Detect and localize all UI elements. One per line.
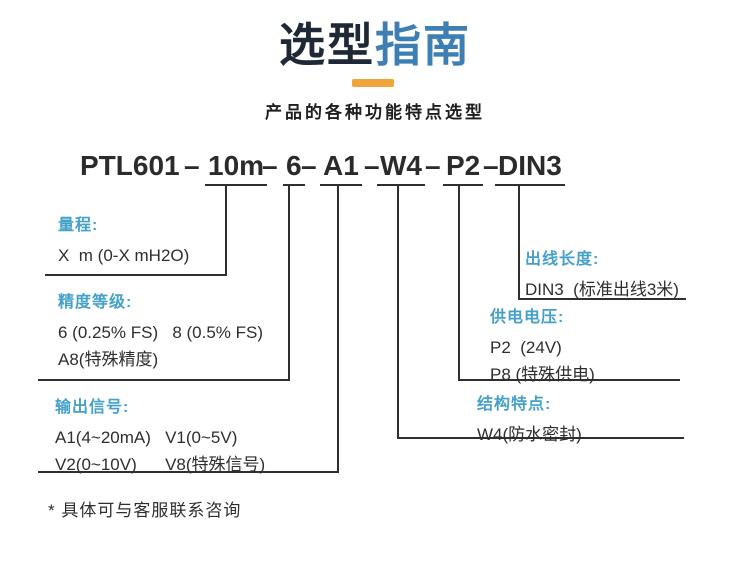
group-accuracy-option: A8(特殊精度) [58,350,159,369]
footnote: * 具体可与客服联系咨询 [48,501,242,520]
title-part-dark: 选型 [279,19,375,71]
model-separator: – [301,150,317,181]
group-range-option: X m (0-X mH2O) [58,246,190,265]
group-range: 量程: X m (0-X mH2O) [58,211,189,269]
model-segment-accuracy: 6 [283,150,305,186]
group-structure-option: W4(防水密封) [477,425,582,444]
connector-output-line [38,184,339,473]
group-accuracy-label: 精度等级: [58,294,133,311]
group-power-option: P8 (特殊供电) [490,365,595,384]
title-part-blue: 指南 [375,19,471,71]
model-segment-output: A1 [320,150,362,186]
group-structure: 结构特点: W4(防水密封) [477,390,582,448]
group-cable: 出线长度: DIN3 (标准出线3米) [525,245,679,303]
group-structure-label: 结构特点: [477,396,552,413]
connector-structure-line [397,184,684,439]
connector-range-line [45,184,227,276]
page-subtitle: 产品的各种功能特点选型 [265,103,485,122]
connector-power-line [458,184,680,381]
model-separator: – [483,150,499,181]
model-segment-range: 10m [205,150,268,186]
model-separator: – [184,150,200,181]
group-cable-option: DIN3 (标准出线3米) [525,280,679,299]
group-power-label: 供电电压: [490,309,565,326]
group-accuracy: 精度等级: 6 (0.25% FS) 8 (0.5% FS) A8(特殊精度) [58,288,263,373]
group-accuracy-option: 6 (0.25% FS) 8 (0.5% FS) [58,323,264,342]
group-output-label: 输出信号: [55,399,130,416]
group-cable-label: 出线长度: [525,251,600,268]
group-power-option: P2 (24V) [490,338,562,357]
connector-cable-line [518,184,686,300]
group-output: 输出信号: A1(4~20mA) V1(0~5V) V2(0~10V) V8(特… [55,393,265,478]
page-title: 选型指南 [0,18,750,72]
model-segment-power: P2 [443,150,484,186]
group-output-option: A1(4~20mA) V1(0~5V) [55,428,238,447]
model-segment-cable: DIN3 [495,150,565,186]
group-power: 供电电压: P2 (24V) P8 (特殊供电) [490,303,595,388]
connector-accuracy-line [38,184,290,381]
title-accent-bar [352,79,394,87]
model-prefix: PTL601 [80,150,180,181]
model-segment-structure: W4 [377,150,425,186]
model-separator: – [364,150,380,181]
model-separator: – [425,150,441,181]
model-separator: – [262,150,278,181]
group-output-option: V2(0~10V) V8(特殊信号) [55,455,266,474]
group-range-label: 量程: [58,217,99,234]
